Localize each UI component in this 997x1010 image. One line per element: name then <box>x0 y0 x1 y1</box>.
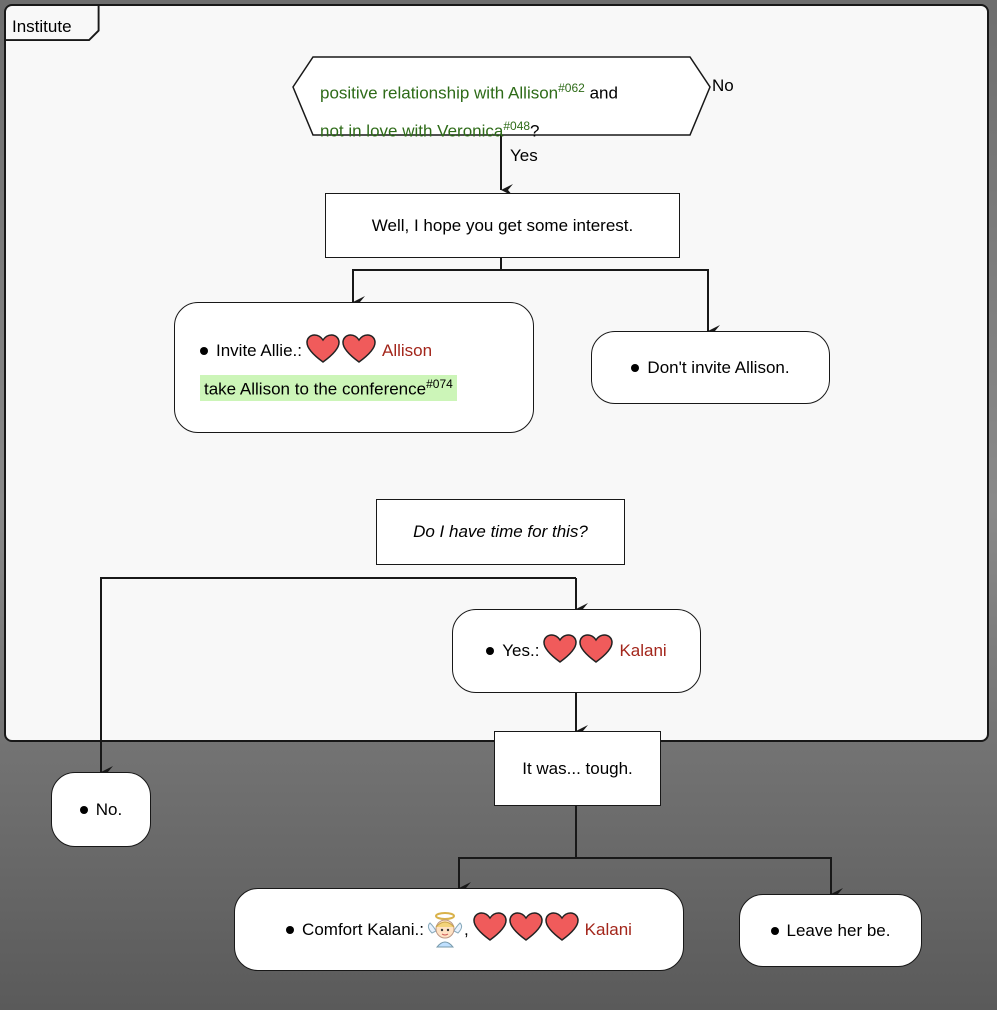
effect-ref: #074 <box>426 376 453 391</box>
comfort-separator: , <box>463 919 469 939</box>
hearts-yes <box>543 633 615 669</box>
tough-text: It was... tough. <box>522 758 633 778</box>
hearts-comfort <box>472 912 581 947</box>
frame-title: Institute <box>12 17 72 36</box>
decision-no-label: No <box>712 76 734 95</box>
choice-leave-label: Leave her be. <box>786 920 891 940</box>
edge-fork-3 <box>458 806 832 893</box>
bullet-icon <box>631 363 640 372</box>
heart-icon <box>544 912 579 947</box>
heart-icon <box>306 333 340 369</box>
bullet-icon <box>286 925 295 934</box>
choice-comfort-kalani[interactable]: Comfort Kalani.: , Kalani <box>234 888 684 971</box>
tough-box: It was... tough. <box>494 731 661 806</box>
edge-fork-1 <box>352 258 709 330</box>
time-box: Do I have time for this? <box>376 499 625 565</box>
choice-invite-allie[interactable]: Invite Allie.: Allison take Allison to t… <box>174 302 534 433</box>
hope-text: Well, I hope you get some interest. <box>371 215 634 235</box>
hope-box: Well, I hope you get some interest. <box>325 193 680 258</box>
character-kalani: Kalani <box>619 641 667 660</box>
hearts-invite <box>306 333 378 369</box>
effect-highlight: take Allison to the conference#074 <box>200 374 457 402</box>
bullet-icon <box>79 805 88 814</box>
heart-icon <box>342 333 376 369</box>
bullet-icon <box>486 647 495 655</box>
choice-comfort-label: Comfort Kalani.: <box>302 919 424 939</box>
bullet-icon <box>770 926 779 935</box>
effect-text: take Allison to the conference <box>204 379 427 399</box>
heart-icon <box>579 633 614 669</box>
heart-icon <box>543 633 578 669</box>
character-allison: Allison <box>382 341 433 361</box>
bullet-icon <box>200 347 208 356</box>
time-text: Do I have time for this? <box>413 522 588 541</box>
angel-icon <box>426 911 464 949</box>
decision-hexagon <box>292 56 711 136</box>
heart-icon <box>472 912 507 947</box>
choice-dont-invite-label: Don't invite Allison. <box>647 357 790 377</box>
choice-invite-label: Invite Allie.: <box>216 341 302 361</box>
choice-yes-label: Yes.: <box>502 641 540 660</box>
frame-tab <box>5 4 100 42</box>
decision-condition: positive relationship with Allison#062 a… <box>320 81 618 141</box>
choice-dont-invite[interactable]: Don't invite Allison. <box>591 331 830 404</box>
heart-icon <box>508 912 543 947</box>
character-kalani: Kalani <box>584 919 632 939</box>
choice-leave-her-be[interactable]: Leave her be. <box>739 894 922 967</box>
decision-yes-label: Yes <box>510 146 538 165</box>
choice-yes[interactable]: Yes.: Kalani <box>452 609 701 693</box>
choice-no-label: No. <box>95 799 123 819</box>
choice-no[interactable]: No. <box>51 772 151 847</box>
